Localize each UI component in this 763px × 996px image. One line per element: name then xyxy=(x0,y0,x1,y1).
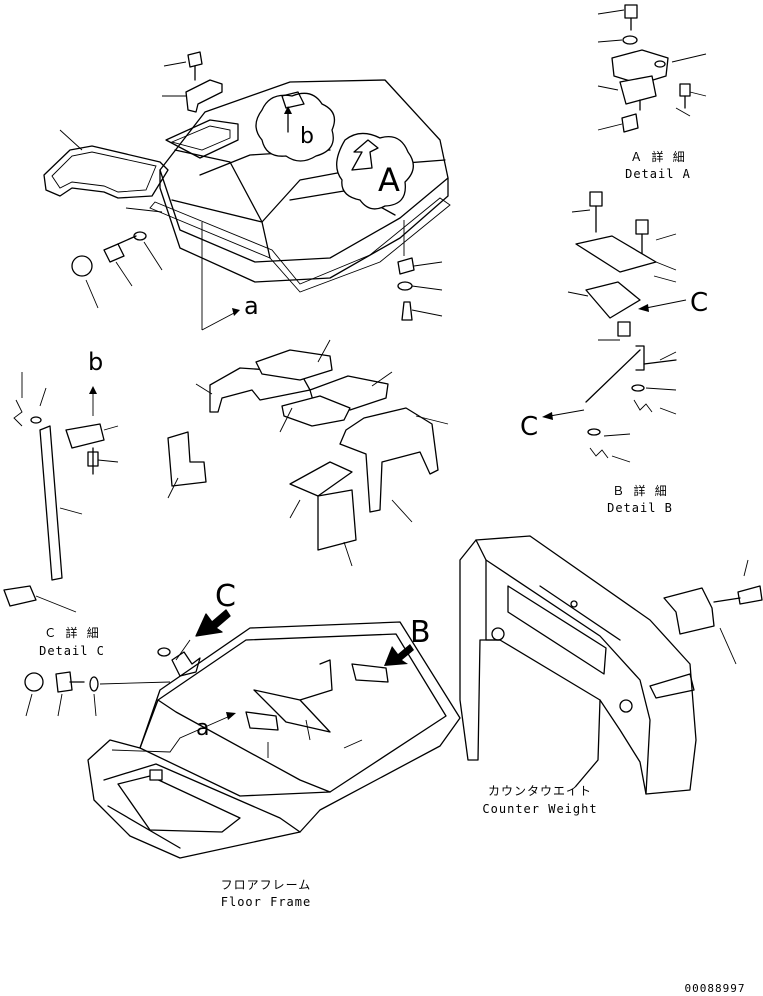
floor-frame-label-jp: フロアフレーム xyxy=(220,878,312,892)
floor-frame xyxy=(24,609,461,859)
leader-a-upper xyxy=(201,222,240,331)
detail-c-title-jp: Ｃ 詳 細 xyxy=(44,626,100,640)
callout-C-lower: C xyxy=(520,412,539,442)
counter-weight xyxy=(459,535,763,795)
callout-C-upper: C xyxy=(690,288,709,318)
detail-c-parts xyxy=(3,372,119,613)
detail-c-title-en: Detail C xyxy=(39,644,105,658)
drawing-number: 00088997 xyxy=(684,982,746,995)
handle-and-bolt xyxy=(162,51,239,159)
detail-a-parts xyxy=(597,4,707,133)
gasket-frame xyxy=(43,129,169,199)
top-cover xyxy=(149,79,451,293)
callout-A: A xyxy=(378,161,400,199)
detail-b-parts xyxy=(542,191,687,463)
detail-b-title-jp: Ｂ 詳 細 xyxy=(612,484,668,498)
detail-a-title-en: Detail A xyxy=(625,167,691,181)
callout-b-upper: b xyxy=(300,124,314,149)
callout-b-lower: b xyxy=(88,348,104,376)
counter-weight-label-jp: カウンタウエイト xyxy=(487,784,592,798)
callout-B: B xyxy=(410,615,431,650)
detail-b-title-en: Detail B xyxy=(607,501,673,515)
cover-right-fasteners xyxy=(397,220,443,321)
callout-a-lower: a xyxy=(196,716,210,741)
cover-fasteners xyxy=(71,207,163,309)
floor-mats xyxy=(167,339,449,567)
counter-weight-label-en: Counter Weight xyxy=(482,802,598,816)
detail-a-title-jp: Ａ 詳 細 xyxy=(630,150,686,164)
callout-C-detail: C xyxy=(215,579,236,614)
floor-frame-label-en: Floor Frame xyxy=(220,895,312,909)
callout-a-upper: a xyxy=(244,292,259,320)
